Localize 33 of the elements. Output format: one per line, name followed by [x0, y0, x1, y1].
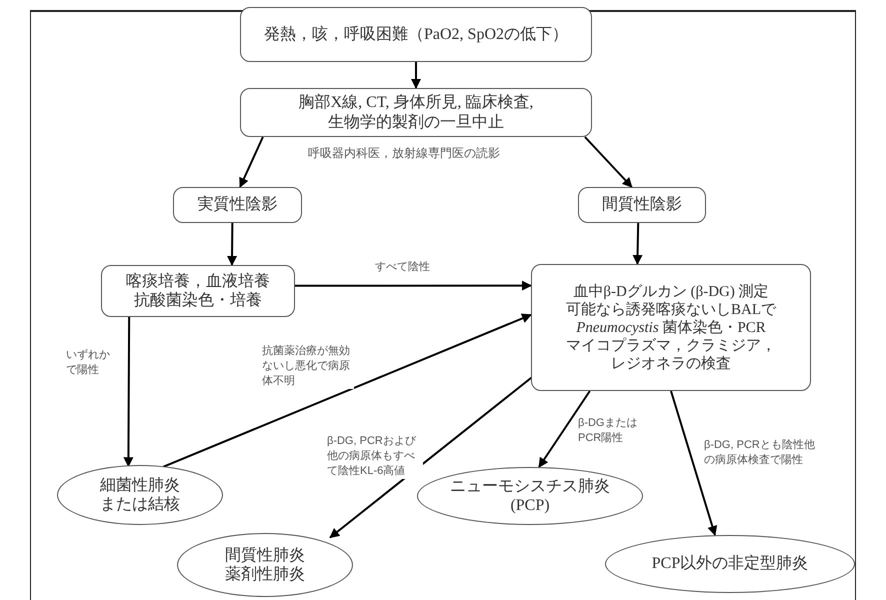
- node-text: 間質性肺炎薬剤性肺炎: [224, 546, 306, 584]
- node-text: 間質性陰影: [602, 195, 682, 215]
- arrow: [584, 136, 632, 188]
- arrow: [411, 62, 421, 89]
- edge-label: β-DG, PCRおよび他の病原体もすべて陰性KL-6高値: [327, 434, 423, 479]
- process-box: [101, 265, 295, 317]
- node-text: 実質性陰影: [198, 195, 278, 215]
- arrow: [123, 317, 134, 468]
- node-text: 可能なら誘発喀痰ないしBALで: [566, 300, 776, 318]
- arrow: [670, 390, 718, 536]
- arrow: [239, 136, 264, 188]
- node-text: 喀痰培養，血液培養抗酸菌染色・培養: [125, 272, 271, 310]
- arrow: [295, 280, 532, 291]
- arrow: [227, 222, 238, 266]
- arrow: [538, 390, 591, 468]
- arrow: [162, 314, 532, 468]
- node-text: 血中β-Dグルカン (β-DG) 測定: [573, 282, 769, 300]
- node-text: Pneumocystis 菌体染色・PCR: [576, 318, 766, 336]
- node-text: マイコプラズマ，クラミジア，レジオネラの検査: [565, 336, 777, 372]
- edge-label: 抗菌薬治療が無効ないし悪化で病原体不明: [262, 344, 354, 389]
- node-text: 胸部X線, CT, 身体所見, 臨床検査, 生物学的製剤の一旦中止: [298, 93, 534, 132]
- node-text: PCP以外の非定型肺炎: [652, 554, 808, 574]
- node-text: ニューモシスチス肺炎 (PCP): [449, 476, 611, 516]
- node-text: 発熱，咳，呼吸困難（PaO2, SpO2の低下）: [264, 24, 568, 44]
- process-box: [578, 187, 706, 223]
- process-box: [240, 7, 592, 62]
- arrow: [632, 222, 643, 265]
- process-box: [173, 187, 302, 223]
- process-box: [531, 264, 811, 391]
- note-text: 呼吸器内科医，放射線専門医の読影: [308, 145, 500, 162]
- edge-label: β-DG, PCRとも陰性他の病原体検査で陽性: [704, 438, 816, 468]
- process-box: [240, 88, 592, 137]
- node-text: 細菌性肺炎または結核: [99, 476, 181, 514]
